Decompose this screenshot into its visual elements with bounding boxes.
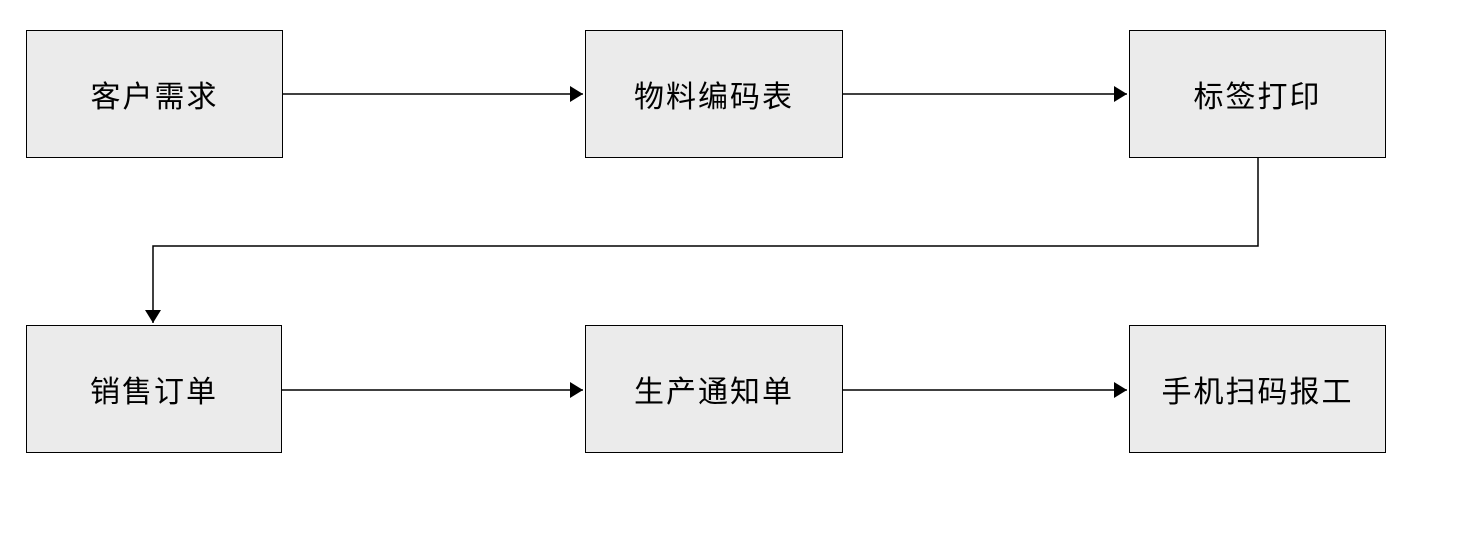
node-sales-order-label: 销售订单 — [90, 375, 218, 410]
node-mobile-scan-report: 手机扫码报工 — [1129, 325, 1386, 453]
node-material-code-table: 物料编码表 — [585, 30, 843, 158]
node-sales-order: 销售订单 — [26, 325, 282, 453]
node-material-code-table-label: 物料编码表 — [634, 80, 794, 115]
node-mobile-scan-report-label: 手机扫码报工 — [1161, 375, 1354, 410]
node-label-printing-label: 标签打印 — [1193, 80, 1322, 115]
node-production-notice-label: 生产通知单 — [634, 375, 794, 410]
node-production-notice: 生产通知单 — [585, 325, 843, 453]
connector-label-printing-to-sales-order — [145, 158, 1259, 323]
node-customer-demand-label: 客户需求 — [90, 80, 219, 115]
node-customer-demand: 客户需求 — [26, 30, 283, 158]
node-label-printing: 标签打印 — [1129, 30, 1386, 158]
